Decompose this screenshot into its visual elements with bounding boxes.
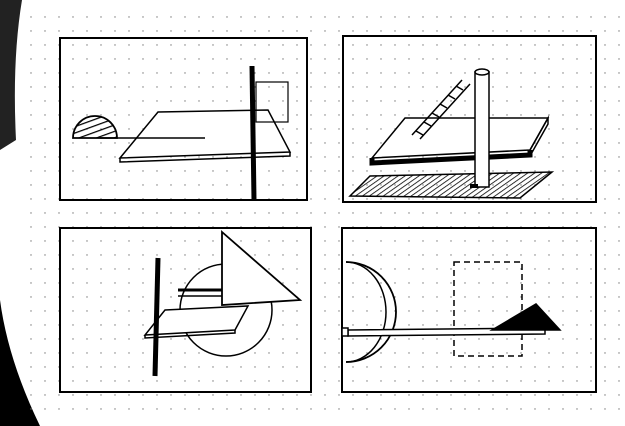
page-edge-shadow: [0, 0, 22, 150]
page-corner-shadow: [0, 300, 40, 426]
panel-bottom-right: [341, 227, 597, 393]
ladder: [411, 79, 471, 140]
square-outline: [255, 81, 289, 123]
half-circle-shape: [345, 261, 397, 363]
panel-top-right: [342, 35, 597, 203]
pole: [152, 257, 161, 377]
pole: [249, 65, 257, 201]
dashed-frame: [453, 261, 523, 357]
column: [474, 71, 490, 188]
half-circle-shape: [72, 115, 118, 139]
triangle-shape: [221, 230, 303, 306]
panel-top-left: [59, 37, 308, 201]
black-triangle: [489, 303, 562, 331]
hatched-ground: [348, 171, 555, 199]
panel-bottom-left: [59, 227, 312, 393]
